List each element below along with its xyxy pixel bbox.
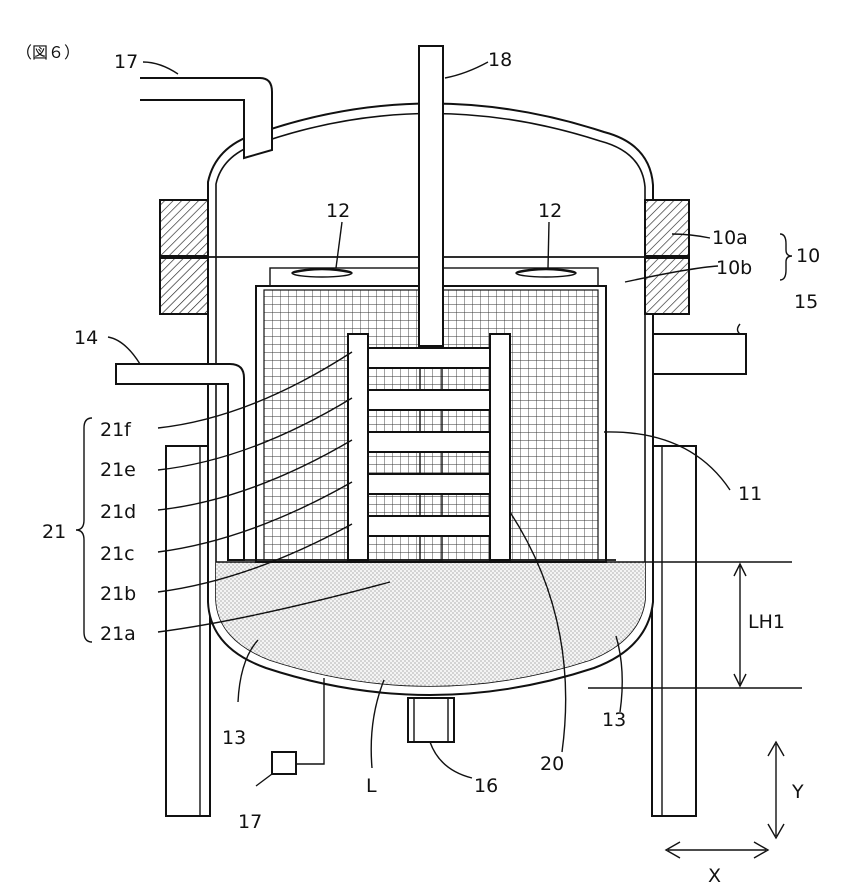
label-21d: 21d bbox=[100, 501, 136, 523]
pipe-16 bbox=[408, 698, 454, 742]
label-12-left: 12 bbox=[326, 200, 350, 222]
label-20: 20 bbox=[540, 753, 564, 775]
figure-caption: （図６） bbox=[16, 43, 80, 62]
label-12-right: 12 bbox=[538, 200, 562, 222]
shelf-assembly bbox=[348, 334, 510, 560]
shelf-21c bbox=[368, 474, 490, 494]
brace-21 bbox=[76, 418, 92, 642]
label-21f: 21f bbox=[100, 419, 132, 441]
label-21c: 21c bbox=[100, 543, 135, 565]
pipe-15 bbox=[653, 334, 746, 374]
shelf-21f bbox=[368, 348, 490, 368]
label-x: X bbox=[708, 865, 721, 887]
label-13-left: 13 bbox=[222, 727, 246, 749]
sensor-17-bottom bbox=[272, 678, 324, 774]
shelf-21b bbox=[368, 516, 490, 536]
pipe-17-top bbox=[140, 78, 272, 158]
label-13-right: 13 bbox=[602, 709, 626, 731]
label-14: 14 bbox=[74, 327, 98, 349]
label-15: 15 bbox=[794, 291, 818, 313]
label-21e: 21e bbox=[100, 459, 136, 481]
label-18: 18 bbox=[488, 49, 512, 71]
brace-10 bbox=[780, 234, 792, 280]
label-21a: 21a bbox=[100, 623, 136, 645]
label-10b: 10b bbox=[716, 257, 752, 279]
label-17-bottom: 17 bbox=[238, 811, 262, 833]
label-17-top: 17 bbox=[114, 51, 138, 73]
label-21: 21 bbox=[42, 521, 66, 543]
label-11: 11 bbox=[738, 483, 762, 505]
label-21b: 21b bbox=[100, 583, 136, 605]
shelf-21e bbox=[368, 390, 490, 410]
label-16: 16 bbox=[474, 775, 498, 797]
label-y: Y bbox=[791, 781, 804, 803]
label-10a: 10a bbox=[712, 227, 748, 249]
shelf-21d bbox=[368, 432, 490, 452]
label-10: 10 bbox=[796, 245, 820, 267]
label-l: L bbox=[366, 775, 377, 797]
label-lh1: LH1 bbox=[748, 611, 785, 633]
